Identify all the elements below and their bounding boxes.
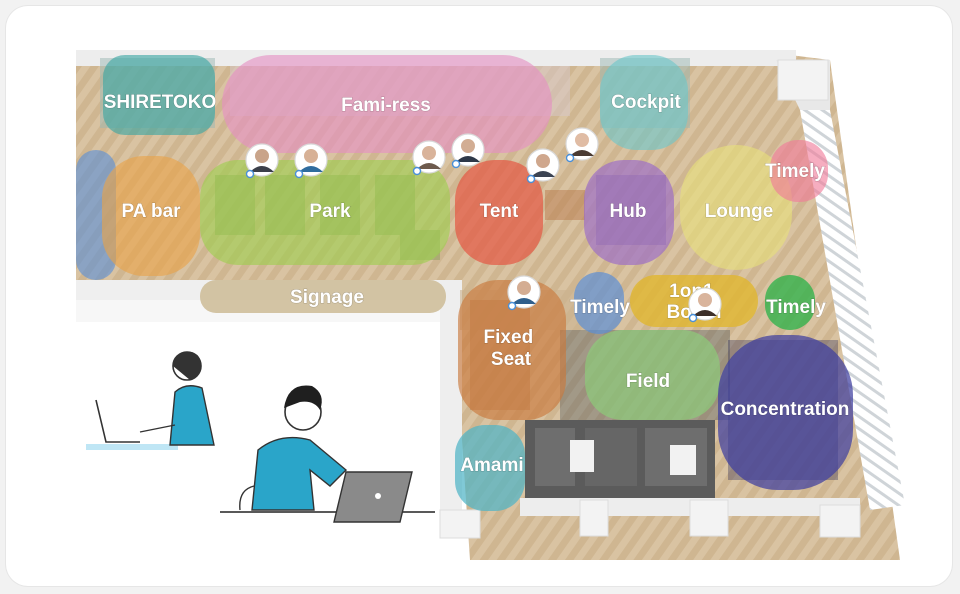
svg-text:Concentration: Concentration <box>721 399 850 420</box>
zone-signage[interactable]: Signage <box>200 280 446 313</box>
fixed-seat-line-1: Fixed <box>484 327 534 348</box>
zone-hub[interactable]: Hub <box>584 160 674 265</box>
svg-text:Cockpit: Cockpit <box>611 92 681 113</box>
zone-timely-top[interactable]: Timely <box>765 140 828 202</box>
avatar-person-8[interactable] <box>688 287 722 323</box>
svg-text:PA bar: PA bar <box>121 201 181 222</box>
woman-laptop-illustration <box>86 351 215 450</box>
zone-pa-bar[interactable]: PA bar <box>76 150 200 280</box>
svg-text:Fixed Seat: Fixed Seat <box>484 327 539 370</box>
zone-field[interactable]: Field <box>585 330 720 420</box>
avatar-person-2[interactable] <box>294 143 328 179</box>
zone-timely-mid[interactable]: Timely <box>570 272 631 334</box>
svg-text:SHIRETOKO: SHIRETOKO <box>104 92 217 113</box>
svg-text:Lounge: Lounge <box>705 201 774 222</box>
zone-timely-right[interactable]: Timely <box>765 275 827 330</box>
zone-concentration[interactable]: Concentration <box>718 335 853 490</box>
avatar-person-3[interactable] <box>412 140 446 176</box>
zone-amami[interactable]: Amami <box>455 425 525 511</box>
floor-map-card: SHIRETOKO Fami-ress Cockpit PA bar Park … <box>6 6 952 586</box>
svg-text:Tent: Tent <box>480 201 519 222</box>
svg-text:Timely: Timely <box>570 297 630 318</box>
zone-famiress[interactable]: Fami-ress <box>222 55 552 153</box>
zones: SHIRETOKO Fami-ress Cockpit PA bar Park … <box>76 55 853 511</box>
avatar-person-5[interactable] <box>526 148 560 184</box>
zone-tent[interactable]: Tent <box>455 160 543 265</box>
svg-text:Field: Field <box>626 371 670 392</box>
avatars <box>245 127 722 323</box>
avatar-person-4[interactable] <box>451 133 485 169</box>
man-laptop-illustration <box>220 385 435 523</box>
fixed-seat-line-2: Seat <box>491 349 532 370</box>
zone-park[interactable]: Park <box>200 160 450 265</box>
svg-text:Park: Park <box>309 201 351 222</box>
zone-fixed-seat[interactable]: Fixed Seat <box>458 280 566 420</box>
svg-text:Amami: Amami <box>460 455 523 476</box>
avatar-person-6[interactable] <box>565 127 599 163</box>
svg-text:Hub: Hub <box>610 201 647 222</box>
zone-shiretoko[interactable]: SHIRETOKO <box>103 55 217 135</box>
svg-text:Timely: Timely <box>766 297 826 318</box>
office-floor-map: SHIRETOKO Fami-ress Cockpit PA bar Park … <box>76 50 905 560</box>
svg-text:Timely: Timely <box>765 161 825 182</box>
zone-cockpit[interactable]: Cockpit <box>600 55 688 150</box>
avatar-person-1[interactable] <box>245 143 279 179</box>
zone-lounge[interactable]: Lounge <box>680 145 792 270</box>
svg-text:Fami-ress: Fami-ress <box>341 95 431 116</box>
svg-text:Signage: Signage <box>290 287 364 308</box>
avatar-person-7[interactable] <box>507 275 541 311</box>
